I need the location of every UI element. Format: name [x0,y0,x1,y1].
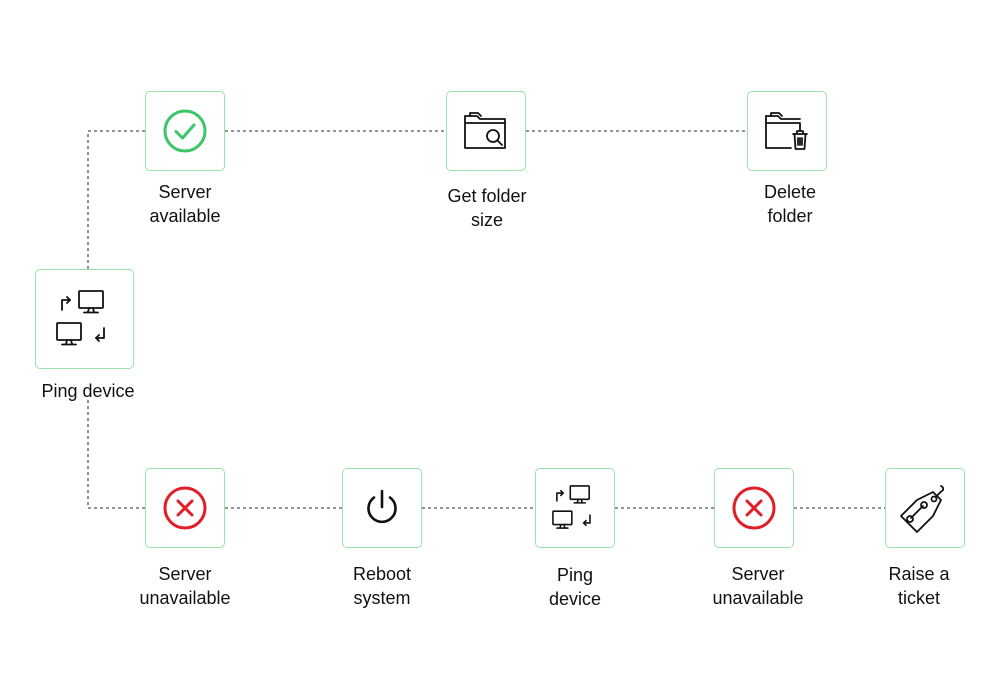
node-ping-device-start[interactable] [35,269,134,369]
connector-ping-to-available [87,130,145,269]
node-delete-folder[interactable] [747,91,827,171]
node-reboot-system[interactable] [342,468,422,548]
error-circle-icon [732,486,776,530]
folder-search-icon [464,112,506,149]
label-server-unavailable-2: Server unavailable [712,564,804,608]
label-get-folder-size: Get folder size [447,186,527,230]
node-server-unavailable-2[interactable] [714,468,794,548]
folder-delete-icon [765,112,808,150]
node-server-available[interactable] [145,91,225,171]
check-circle-icon [163,109,207,153]
node-raise-ticket[interactable] [885,468,965,548]
node-ping-device-2[interactable] [535,468,615,548]
ping-devices-icon [55,290,105,346]
label-server-available: Server available [149,182,221,226]
ping-devices-icon [552,485,591,529]
error-circle-icon [163,486,207,530]
power-icon [367,489,397,524]
label-delete-folder: Delete folder [763,182,817,226]
connector-ping-to-unavailable [87,400,145,509]
label-raise-ticket: Raise a ticket [888,564,950,608]
label-ping-device-2: Ping device [548,565,602,609]
node-server-unavailable-1[interactable] [145,468,225,548]
label-reboot-system: Reboot system [352,564,412,608]
label-server-unavailable-1: Server unavailable [139,564,231,608]
label-ping-device-start: Ping device [41,381,135,401]
ticket-tag-icon [900,485,945,533]
node-get-folder-size[interactable] [446,91,526,171]
